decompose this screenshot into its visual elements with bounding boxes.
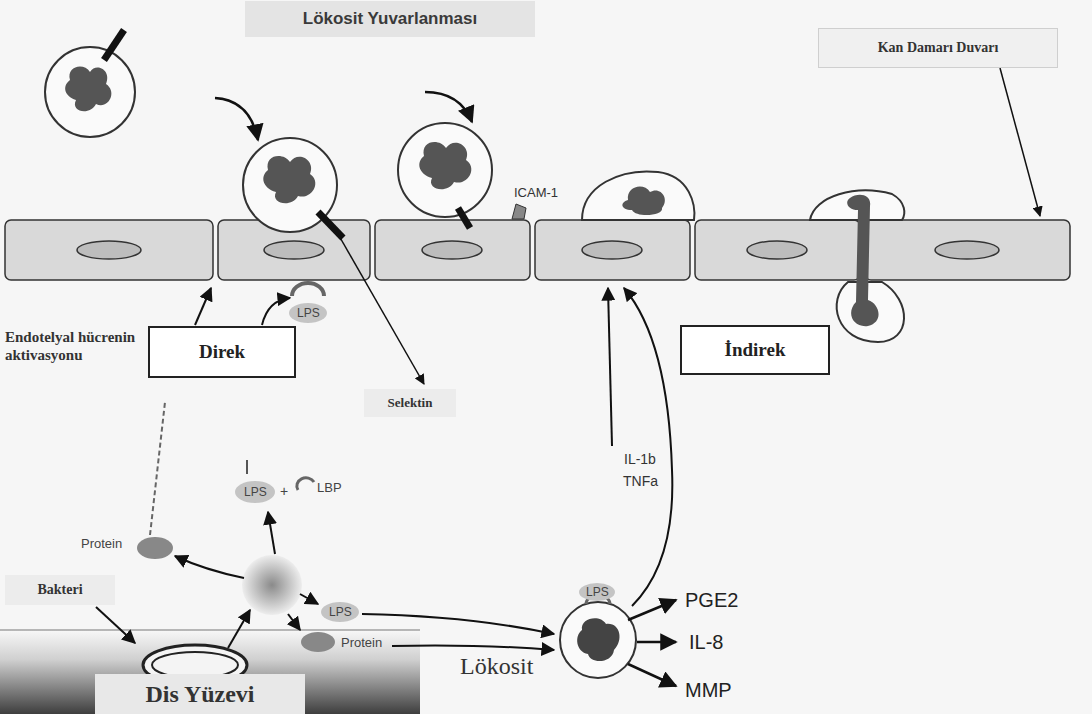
cell-label: Lökosit — [460, 652, 533, 681]
molecule-label: LPS — [297, 306, 320, 320]
node-text: İndirek — [725, 339, 786, 361]
label-box: Selektin — [364, 389, 456, 417]
label-box: Kan Damarı Duvarı — [818, 28, 1058, 68]
surface-box: Dis Yüzevi — [95, 674, 305, 714]
node-text: Dis Yüzevi — [145, 681, 254, 708]
node-text: Lökosit Yuvarlanması — [303, 9, 477, 29]
molecule-label: LBP — [317, 480, 342, 496]
plus-sign: + — [280, 483, 288, 500]
title-box: Lökosit Yuvarlanması — [245, 1, 535, 37]
mediator-label: PGE2 — [685, 588, 738, 612]
endothelium — [5, 220, 1070, 280]
molecule-label: Protein — [341, 635, 382, 651]
pathway-box: Direk — [148, 326, 296, 378]
node-text: Kan Damarı Duvarı — [878, 40, 999, 56]
tooth-surface — [0, 630, 420, 714]
cytokine-label: IL-1b — [624, 451, 656, 468]
molecule-label: LPS — [586, 585, 609, 599]
pathway-box: İndirek — [680, 325, 830, 375]
cytokine-label: TNFa — [623, 473, 658, 490]
node-text: Bakteri — [37, 582, 82, 598]
molecule-label: LPS — [329, 605, 352, 619]
label-box: Bakteri — [5, 575, 115, 605]
mediator-label: MMP — [685, 678, 732, 702]
leukocyte — [45, 30, 904, 342]
node-text: Direk — [199, 341, 245, 363]
node-text: Selektin — [388, 395, 433, 411]
molecule-label: LPS — [244, 485, 267, 499]
molecule-label: ICAM-1 — [514, 185, 558, 201]
mediator-label: IL-8 — [689, 630, 723, 654]
note-text: Endotelyal hücrenin aktivasyonu — [5, 328, 145, 364]
molecule-label: Protein — [81, 536, 122, 552]
